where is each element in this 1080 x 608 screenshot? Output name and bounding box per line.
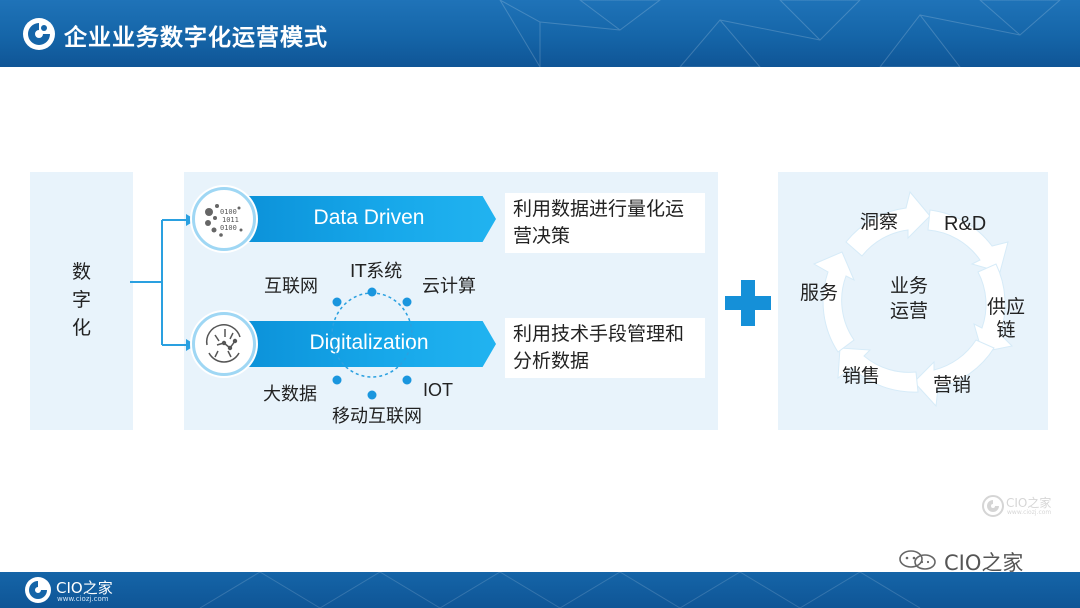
cycle-rd: R&D [944,213,987,235]
tech-it-system: IT系统 [350,261,403,282]
svg-text:0100: 0100 [220,208,237,216]
cycle-center-business-operations: 业务 运营 [882,274,936,324]
footer-pattern [199,572,921,608]
cio-watermark: CIO之家 www.ciozj.com [982,493,1052,521]
data-driven-description: 利用数据进行量化运营决策 [505,193,705,253]
cio-logo-icon [23,18,55,50]
technology-ring [331,287,413,400]
svg-text:0100: 0100 [220,224,237,232]
tech-internet: 互联网 [264,276,318,297]
cycle-supply-line: 链 [996,319,1016,341]
banner-label: Digitalization [309,331,429,354]
header-pattern [499,0,1061,67]
footer-bar: CIO之家 www.ciozj.com [0,572,1080,608]
cycle-center-line: 运营 [889,300,928,322]
label-char: 字 [71,289,91,311]
digitalization-banner: Digitalization [228,321,496,367]
cio-logo-icon [25,577,51,603]
cycle-marketing: 营销 [933,374,972,396]
cycle-center-line: 业务 [889,275,928,297]
cycle-supply-chain: 供应 链 [983,296,1029,342]
cycle-sales: 销售 [842,365,881,387]
cycle-insight: 洞察 [860,211,899,233]
footer-url: www.ciozj.com [57,595,109,603]
branch-arrows [130,214,196,351]
tech-mobile-internet: 移动互联网 [332,406,422,427]
watermark-brand: CIO之家 [1006,496,1052,510]
plus-icon [725,280,771,326]
header-bar: 企业业务数字化运营模式 [0,0,1080,67]
cycle-service: 服务 [800,282,839,304]
banner-label: Data Driven [313,206,425,229]
label-char: 数 [71,261,91,283]
footer-brand: CIO之家 [56,579,113,597]
cio-logo-icon [982,495,1004,517]
digitalization-description: 利用技术手段管理和分析数据 [505,318,705,378]
tech-cloud: 云计算 [422,276,476,297]
digitalization-panel [30,172,133,430]
wechat-icon [899,550,936,570]
digital-circuit-icon [192,312,256,376]
digitalization-label: 数 字 化 [30,258,133,342]
cycle-supply-line: 供应 [986,296,1025,318]
tech-big-data: 大数据 [263,384,317,405]
svg-text:1011: 1011 [222,216,239,224]
page-title: 企业业务数字化运营模式 [64,25,328,51]
data-driven-banner: Data Driven [228,196,496,242]
business-cycle-diagram [812,190,1014,408]
watermark-url: www.ciozj.com [1007,509,1052,516]
wechat-brand: CIO之家 [944,551,1024,575]
label-char: 化 [71,317,91,339]
tech-iot: IOT [423,380,453,400]
